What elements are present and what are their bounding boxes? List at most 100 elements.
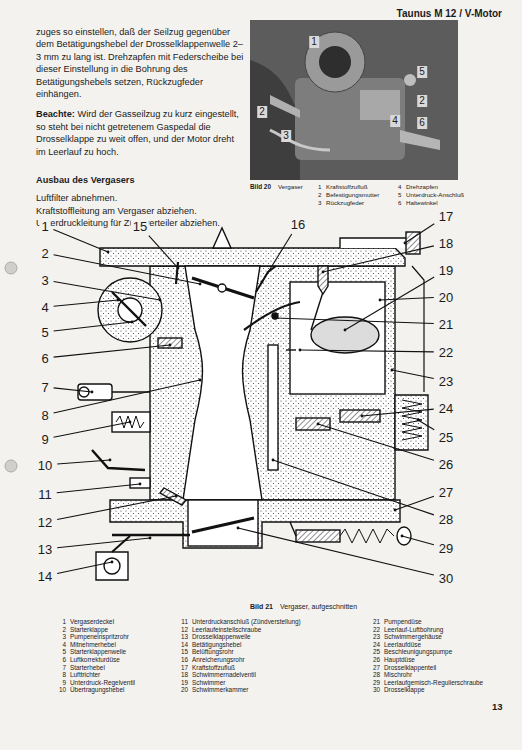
legend-number: 13 — [178, 634, 188, 640]
photo-callout: 1 — [309, 36, 319, 48]
callout-number: 3 — [39, 273, 50, 288]
legend-number: 5 — [398, 192, 401, 198]
leader-dot — [299, 349, 302, 352]
photo-bracket — [400, 130, 440, 150]
pump-rod — [412, 266, 424, 392]
photo-hose — [250, 60, 300, 180]
section-heading: Ausbau des Vergasers — [36, 174, 244, 186]
legend-number: 29 — [370, 680, 380, 686]
callout-number: 8 — [39, 408, 50, 423]
leader-line — [54, 322, 132, 331]
float-chamber — [290, 282, 385, 394]
callout-number: 13 — [36, 542, 54, 557]
photo-callout: 2 — [417, 95, 427, 107]
leader-line — [54, 380, 200, 413]
legend-number: 15 — [178, 649, 188, 655]
callout-number: 23 — [437, 374, 455, 389]
leader-dot — [404, 242, 407, 245]
callout-number: 2 — [39, 246, 50, 261]
note-paragraph: Beachte:Wird der Gasseilzug zu kurz eing… — [36, 108, 244, 158]
legend-text: Starterklappe — [70, 627, 108, 633]
idle-jet — [340, 410, 380, 422]
throttle-part — [110, 500, 400, 548]
legend-text: Unterdruckanschluß (Zündverstellung) — [192, 619, 301, 625]
photo-callout: 5 — [417, 66, 427, 78]
leader-line — [54, 300, 118, 306]
leader-line — [273, 460, 434, 515]
legend-text: Kraftstoffzufluß — [192, 665, 235, 671]
leader-dot — [237, 527, 240, 530]
legend-number: 4 — [398, 184, 401, 190]
photo-air-horn — [305, 32, 365, 92]
legend-number: 1 — [318, 184, 321, 190]
leader-line — [380, 298, 434, 300]
leader-dot — [272, 459, 275, 462]
punch-hole — [5, 262, 17, 274]
legend-text: Starterhebel — [70, 665, 105, 671]
leader-dot — [111, 561, 114, 564]
vacuum-nipple — [130, 478, 150, 488]
legend-text: Rückzugfeder — [326, 200, 364, 206]
legend-text: Kraftstoffzufluß — [326, 184, 368, 190]
leader-dot — [107, 251, 110, 254]
vacuum-valve — [112, 412, 150, 432]
leader-line — [54, 388, 92, 392]
legend-number: 23 — [370, 634, 380, 640]
leader-line — [402, 536, 434, 545]
legend-text: Mitnehmerhebel — [70, 642, 116, 648]
legend-number: 17 — [178, 665, 188, 671]
legend-text: Haltewinkel — [406, 200, 438, 206]
instruction-step: Kraftstoffleitung am Vergaser abziehen. — [36, 205, 244, 217]
vent-tube — [176, 262, 178, 284]
leader-line — [54, 422, 130, 437]
leader-dot — [129, 421, 132, 424]
callout-number: 10 — [36, 458, 54, 473]
leader-dot — [322, 271, 325, 274]
cover-cone — [213, 228, 231, 248]
leader-dot — [149, 537, 152, 540]
legend-number: 11 — [178, 619, 188, 625]
legend-text: Leerlauf-Luftbohrung — [384, 627, 443, 633]
figure-title: Vergaser — [278, 184, 303, 190]
leader-dot — [177, 267, 180, 270]
photo-callout: 2 — [257, 106, 267, 118]
callout-number: 30 — [437, 571, 455, 586]
leader-dot — [117, 299, 120, 302]
figure-caption: Vergaser, aufgeschnitten — [280, 603, 357, 610]
legend-text: Mischrohr — [384, 672, 412, 678]
figure-number: Bild 20 — [250, 184, 271, 190]
callout-number: 29 — [437, 541, 455, 556]
callout-number: 28 — [437, 512, 455, 527]
leader-dot — [391, 369, 394, 372]
leader-line — [57, 496, 176, 520]
legend-text: Lufttrichter — [70, 672, 100, 678]
punch-hole — [5, 460, 17, 472]
legend-text: Beschleunigungspumpe — [384, 649, 452, 655]
legend-text: Betätigungshebel — [192, 642, 241, 648]
idle-mixture-channel — [290, 522, 296, 536]
mixing-tube — [268, 345, 278, 470]
leader-dot — [344, 329, 347, 332]
callout-number: 4 — [39, 300, 50, 315]
leader-dot — [394, 509, 397, 512]
leader-line — [57, 484, 140, 493]
leader-line — [323, 246, 434, 272]
legend-text: Schwimmerkammer — [192, 687, 248, 693]
leader-line — [262, 234, 292, 282]
lever-link — [112, 536, 130, 552]
legend-number: 10 — [56, 687, 66, 693]
float — [311, 317, 379, 353]
legend-number: 9 — [56, 680, 66, 686]
legend-text: Leerlaufgemisch-Regulierschraube — [384, 680, 483, 686]
legend-text: Leerlaufdüse — [384, 642, 421, 648]
photo-ground — [250, 20, 458, 180]
leader-line — [275, 318, 434, 324]
main-jet — [296, 418, 330, 430]
leader-line — [318, 424, 434, 460]
choke-shaft — [218, 284, 226, 292]
callout-number: 21 — [437, 317, 455, 332]
callout-number: 11 — [36, 487, 54, 502]
legend-number: 12 — [178, 627, 188, 633]
legend-number: 19 — [178, 680, 188, 686]
operating-lever — [96, 552, 128, 580]
